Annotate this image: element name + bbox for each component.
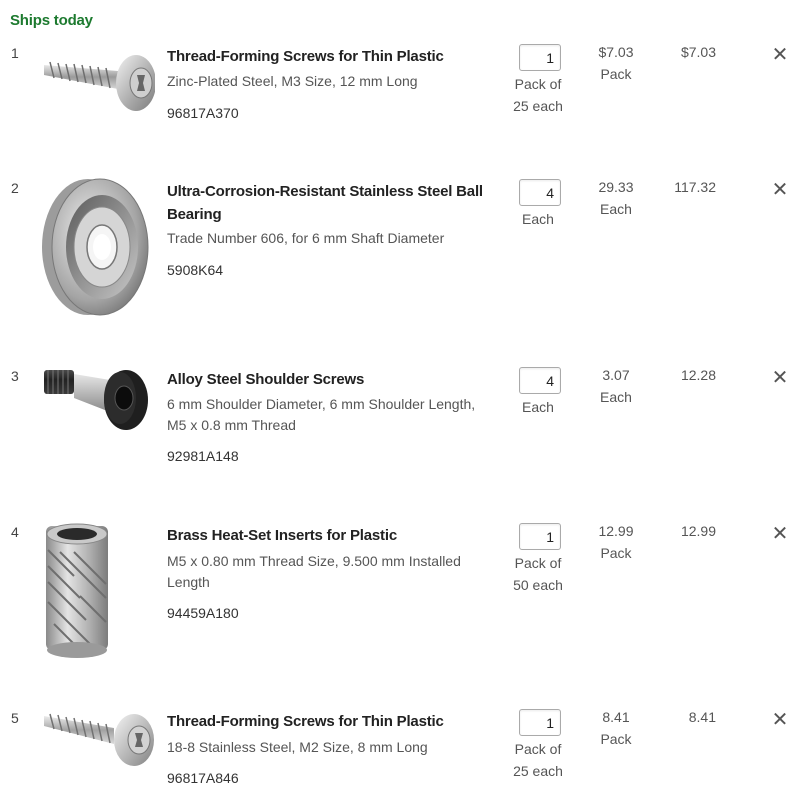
- unit-label: Pack of 50 each: [500, 552, 576, 596]
- close-icon[interactable]: ✕: [771, 44, 789, 66]
- unit-label: Pack of 25 each: [500, 73, 576, 117]
- close-icon[interactable]: ✕: [771, 709, 789, 731]
- product-title[interactable]: Ultra-Corrosion-Resistant Stainless Stee…: [167, 180, 497, 226]
- unit-label: Each: [500, 396, 576, 418]
- unit-line: 50 each: [513, 577, 563, 593]
- unit-line: Pack of: [514, 741, 562, 757]
- unit-label: Pack of 25 each: [500, 738, 576, 782]
- unit-line: Each: [522, 399, 554, 415]
- row-number: 2: [11, 180, 19, 196]
- price-value: 3.07: [602, 367, 630, 383]
- close-icon[interactable]: ✕: [771, 367, 789, 389]
- part-number[interactable]: 94459A180: [167, 605, 239, 621]
- cart-row: 2 Ultra-Corrosion-Resistant Stainless St…: [0, 178, 800, 340]
- cart-row: 3 Alloy Steel Shoulder Screws: [0, 367, 800, 498]
- row-number: 1: [11, 45, 19, 61]
- line-total: 117.32: [674, 179, 716, 195]
- cart-row: 5 Thread-Forming Screws for Thin: [0, 709, 800, 795]
- spec-line: 6 mm Shoulder Diameter, 6 mm Shoulder Le…: [167, 396, 476, 412]
- unit-price: 12.99 Pack: [580, 520, 652, 564]
- price-unit: Pack: [600, 545, 632, 561]
- line-total: 12.28: [680, 367, 716, 383]
- cart-row: 1 Thread-Forming Screws for Thin: [0, 44, 800, 165]
- line-total: $7.03: [680, 44, 716, 60]
- cart-row: 4 Brass Heat-Set Inserts for Plastic M5 …: [0, 523, 800, 674]
- part-number[interactable]: 5908K64: [167, 262, 224, 278]
- row-number: 3: [11, 368, 19, 384]
- spec-line: M5 x 0.8 mm Thread: [167, 417, 296, 433]
- product-title[interactable]: Alloy Steel Shoulder Screws: [167, 371, 365, 388]
- unit-price: 8.41 Pack: [580, 706, 652, 750]
- product-spec: 18-8 Stainless Steel, M2 Size, 8 mm Long: [167, 739, 428, 755]
- quantity-input[interactable]: [519, 179, 561, 206]
- product-spec: M5 x 0.80 mm Thread Size, 9.500 mm Insta…: [167, 551, 502, 593]
- part-number[interactable]: 92981A148: [167, 448, 239, 464]
- threaded-insert-icon[interactable]: [40, 516, 120, 662]
- unit-price: 3.07 Each: [580, 364, 652, 408]
- screw-icon[interactable]: [40, 45, 156, 115]
- quantity-input[interactable]: [519, 367, 561, 394]
- price-unit: Pack: [600, 66, 632, 82]
- shoulder-screw-icon[interactable]: [40, 362, 155, 437]
- part-number[interactable]: 96817A846: [167, 770, 239, 786]
- title-line: Ultra-Corrosion-Resistant Stainless Stee…: [167, 183, 483, 200]
- price-unit: Each: [600, 201, 632, 217]
- price-value: 12.99: [598, 523, 634, 539]
- price-value: 29.33: [598, 179, 634, 195]
- price-value: 8.41: [602, 709, 630, 725]
- product-title[interactable]: Thread-Forming Screws for Thin Plastic: [167, 48, 444, 65]
- unit-line: 25 each: [513, 98, 563, 114]
- close-icon[interactable]: ✕: [771, 523, 789, 545]
- quantity-input[interactable]: [519, 44, 561, 71]
- quantity-input[interactable]: [519, 523, 561, 550]
- unit-line: Pack of: [514, 76, 562, 92]
- ball-bearing-icon[interactable]: [40, 175, 155, 320]
- ships-today-label: Ships today: [10, 12, 93, 29]
- spec-line: Length: [167, 574, 210, 590]
- row-number: 5: [11, 710, 19, 726]
- price-unit: Each: [600, 389, 632, 405]
- unit-line: Each: [522, 211, 554, 227]
- spec-line: M5 x 0.80 mm Thread Size, 9.500 mm Insta…: [167, 553, 461, 569]
- unit-price: 29.33 Each: [580, 176, 652, 220]
- product-title[interactable]: Thread-Forming Screws for Thin Plastic: [167, 713, 444, 730]
- line-total: 12.99: [680, 523, 716, 539]
- row-number: 4: [11, 524, 19, 540]
- quantity-input[interactable]: [519, 709, 561, 736]
- part-number[interactable]: 96817A370: [167, 105, 239, 121]
- product-title[interactable]: Brass Heat-Set Inserts for Plastic: [167, 527, 397, 544]
- product-spec: Trade Number 606, for 6 mm Shaft Diamete…: [167, 230, 445, 246]
- price-value: $7.03: [598, 44, 634, 60]
- product-spec: 6 mm Shoulder Diameter, 6 mm Shoulder Le…: [167, 394, 502, 436]
- product-spec: Zinc-Plated Steel, M3 Size, 12 mm Long: [167, 73, 418, 89]
- unit-label: Each: [500, 208, 576, 230]
- close-icon[interactable]: ✕: [771, 179, 789, 201]
- unit-price: $7.03 Pack: [580, 41, 652, 85]
- price-unit: Pack: [600, 731, 632, 747]
- line-total: 8.41: [688, 709, 716, 725]
- unit-line: 25 each: [513, 763, 563, 779]
- screw-icon[interactable]: [40, 702, 155, 772]
- unit-line: Pack of: [514, 555, 562, 571]
- title-line: Bearing: [167, 206, 222, 223]
